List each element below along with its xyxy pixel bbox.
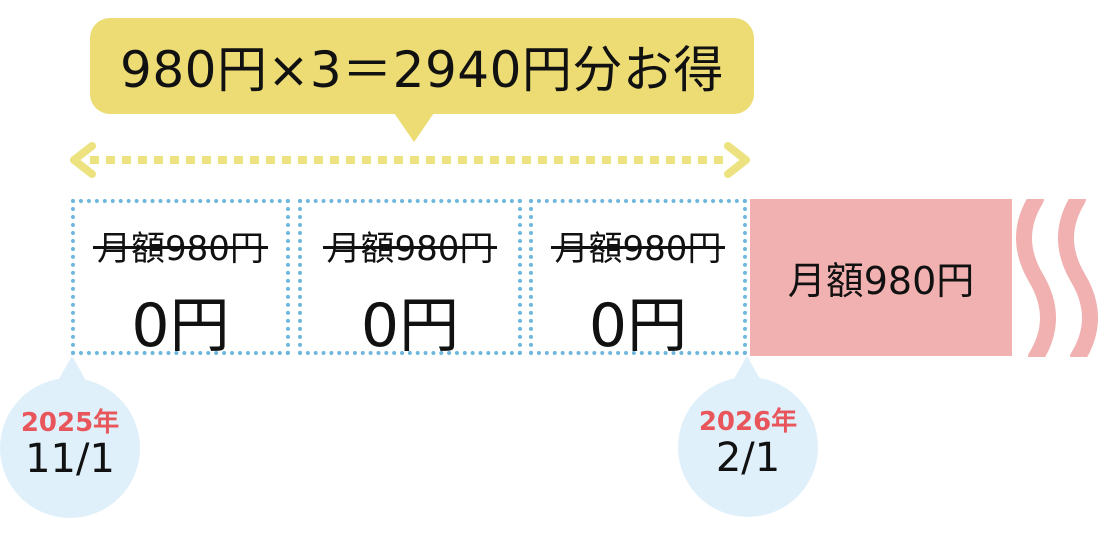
bubble-tail-shape	[392, 110, 436, 142]
old-price-1: 月額980円	[93, 221, 268, 270]
old-price-2: 月額980円	[322, 221, 498, 270]
free-month-1: 月額980円 0円	[71, 199, 290, 361]
arrow-head-left	[70, 142, 96, 178]
start-date-day: 11/1	[25, 436, 115, 482]
free-month-2: 月額980円 0円	[298, 199, 522, 361]
paid-price: 月額980円	[787, 259, 975, 303]
bubble-tail	[392, 110, 436, 142]
arrow-head-right	[724, 142, 750, 178]
duration-arrow	[70, 142, 750, 178]
new-price-1: 0円	[131, 291, 230, 361]
start-date-circle: 2025年 11/1	[0, 378, 140, 518]
end-date-circle: 2026年 2/1	[678, 377, 818, 517]
continuation-waves	[1016, 199, 1098, 357]
new-price-2: 0円	[360, 291, 460, 361]
end-date-day: 2/1	[715, 435, 781, 481]
end-date-year: 2026年	[698, 407, 798, 437]
start-date-tail-shape	[56, 356, 88, 384]
old-price-3: 月額980円	[550, 221, 726, 270]
savings-bubble: 980円×3＝2940円分お得	[90, 18, 754, 114]
wave-right	[1058, 199, 1098, 357]
new-price-3: 0円	[588, 291, 688, 361]
free-month-3: 月額980円 0円	[529, 199, 747, 361]
start-date-tail	[56, 356, 88, 384]
wave-left	[1016, 199, 1056, 357]
start-date-year: 2025年	[20, 408, 120, 438]
paid-month: 月額980円	[750, 199, 1012, 356]
savings-text: 980円×3＝2940円分お得	[120, 41, 724, 99]
